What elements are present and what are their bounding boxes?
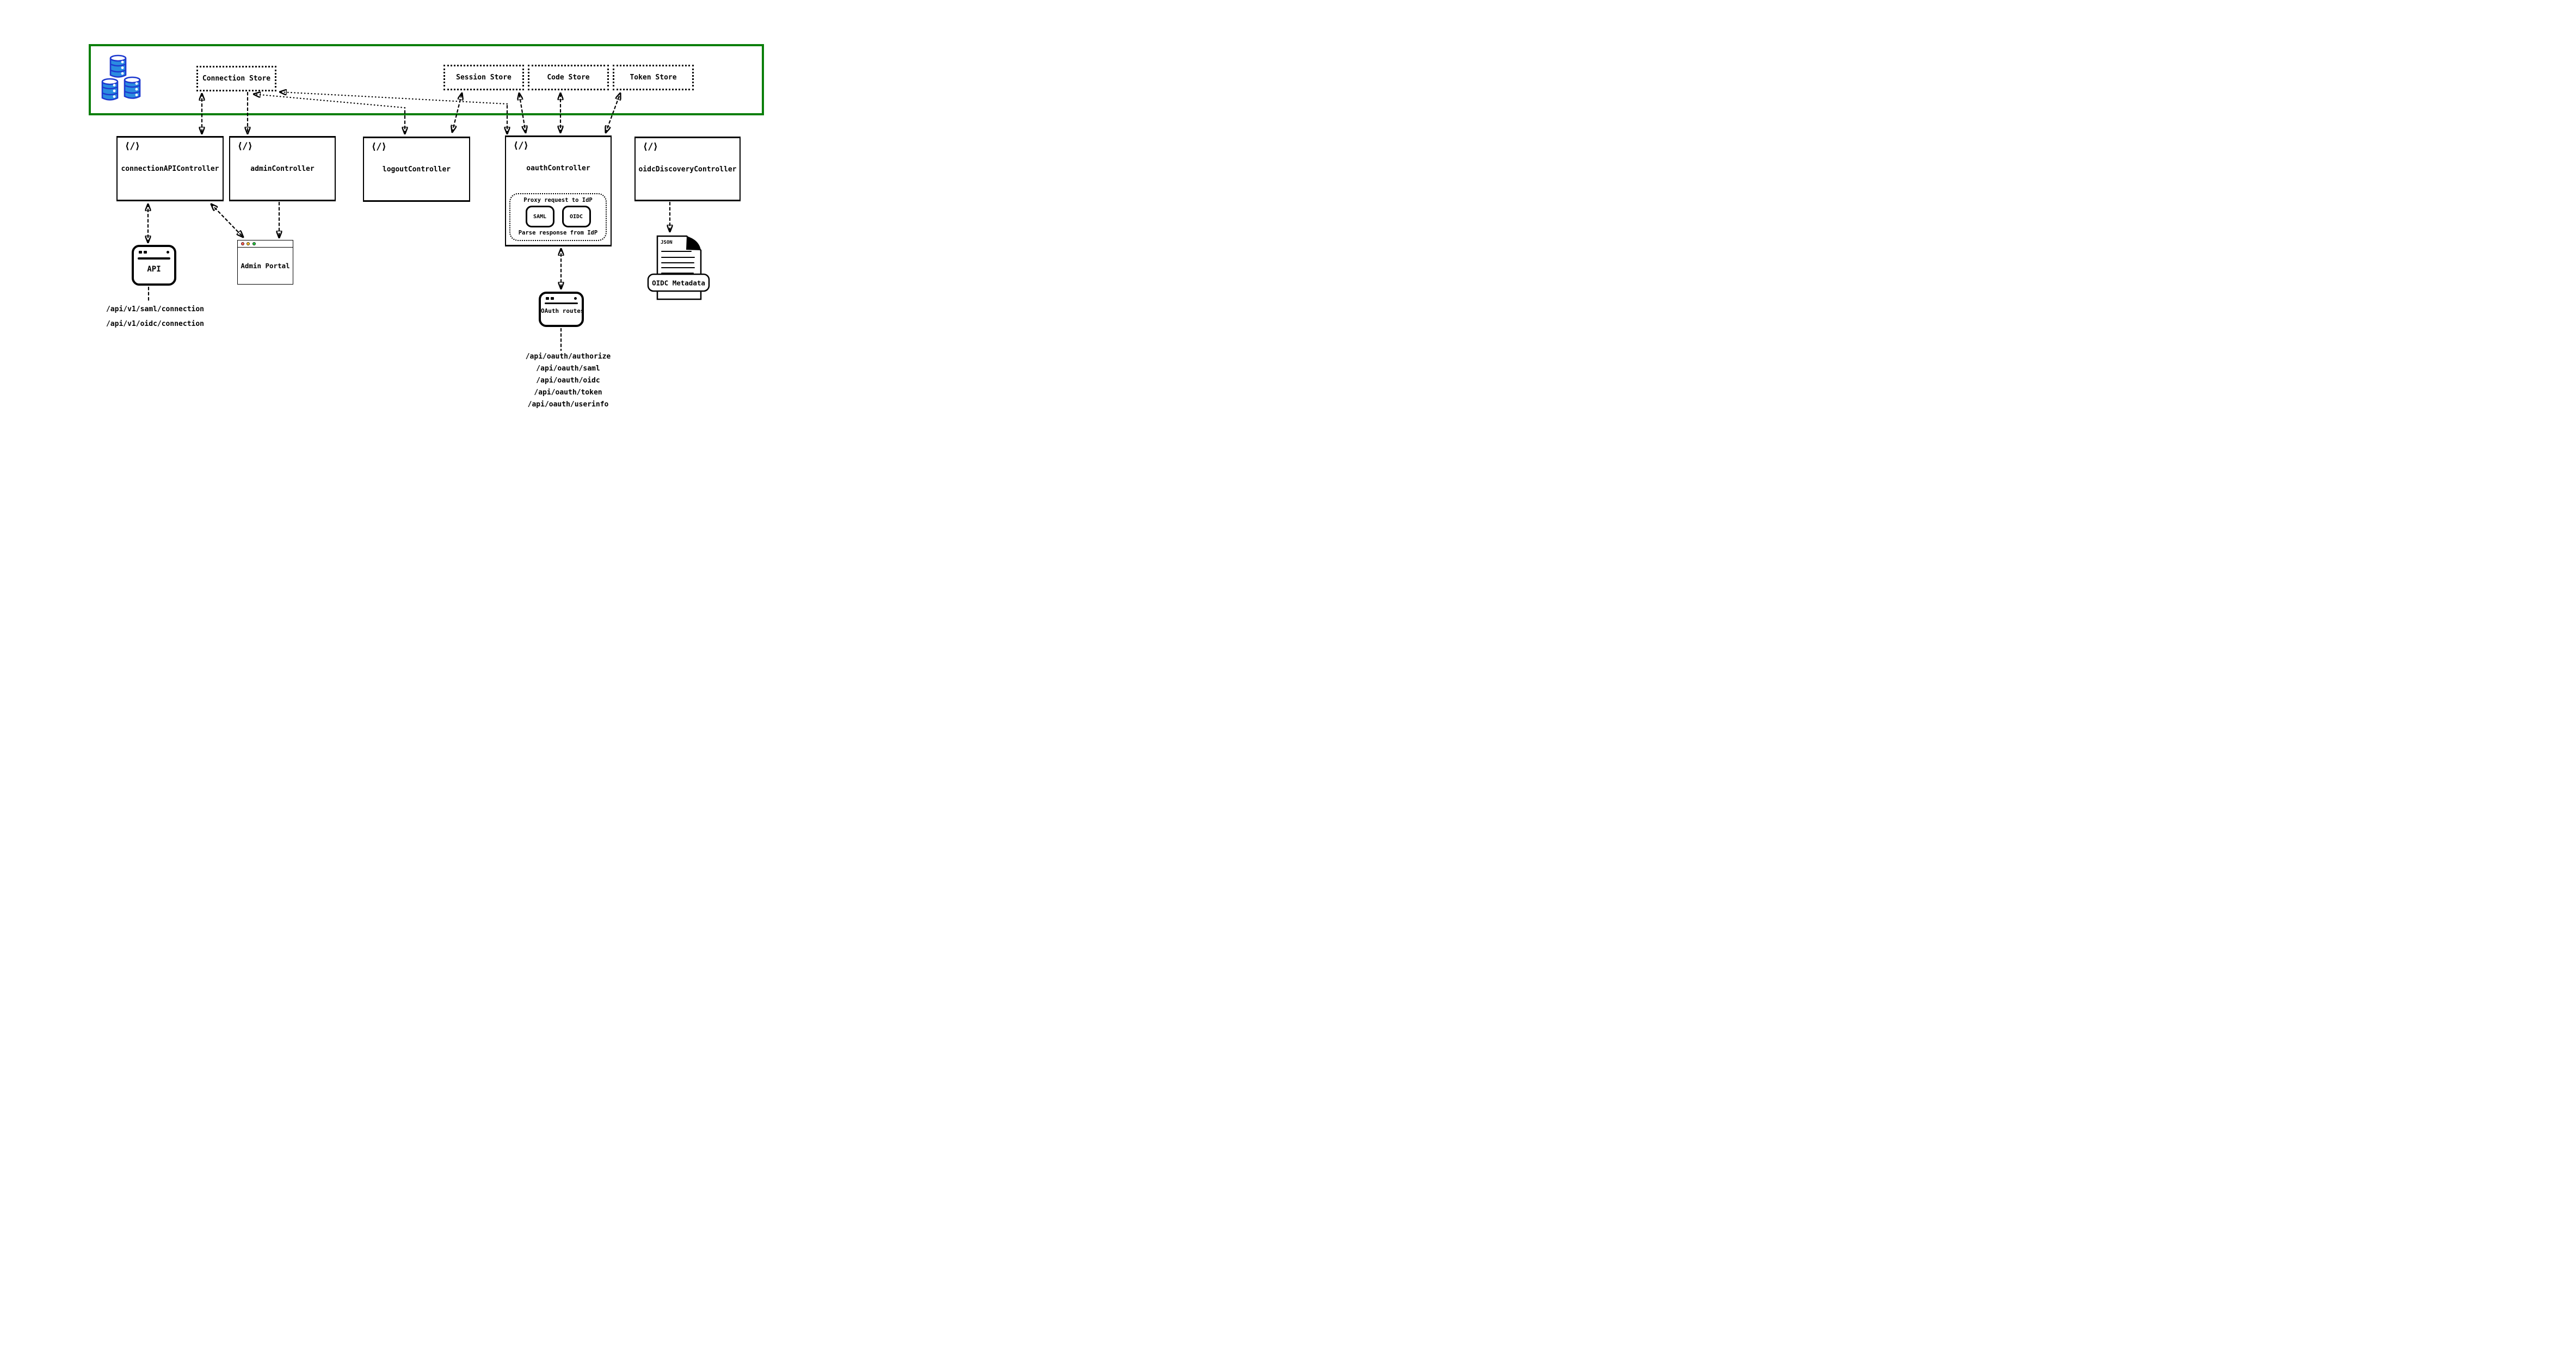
parse-response-label: Parse response from IdP (518, 230, 598, 236)
controller-admin-label: adminController (250, 165, 315, 173)
endpoint: /api/oauth/saml (536, 365, 600, 373)
endpoint: /api/v1/oidc/connection (106, 320, 204, 328)
controller-logout-label: logoutController (382, 165, 451, 174)
window-square-icon (551, 297, 554, 300)
store-token: Token Store (613, 65, 694, 90)
oidc-metadata-document-icon: JSON OIDC Metadata (647, 235, 710, 300)
document-text-lines (661, 251, 695, 274)
endpoint: /api/oauth/authorize (525, 353, 611, 361)
close-icon (241, 242, 244, 245)
window-dot-icon (574, 297, 577, 300)
oauth-endpoints: /api/oauth/authorize /api/oauth/saml /ap… (503, 353, 633, 412)
oauth-routes-label: OAuth routes (541, 307, 584, 314)
code-icon: ⟨/⟩ (513, 140, 529, 151)
code-icon: ⟨/⟩ (643, 141, 658, 152)
db-cylinder-left (101, 78, 119, 101)
store-connection-label: Connection Store (202, 75, 271, 83)
window-square-icon (144, 251, 147, 254)
endpoint: /api/oauth/oidc (536, 377, 600, 385)
api-browser-icon: API (132, 245, 176, 286)
store-code: Code Store (528, 65, 609, 90)
endpoint: /api/oauth/token (534, 388, 602, 397)
controller-oidc-discovery-label: oidcDiscoveryController (638, 165, 737, 174)
minimize-icon (246, 242, 250, 245)
arrow-connection-api-to-admin-portal (211, 204, 243, 237)
database-icon (101, 54, 141, 101)
db-cylinder-top (109, 54, 127, 78)
controller-logout: ⟨/⟩ logoutController (363, 137, 470, 202)
window-square-icon (546, 297, 549, 300)
endpoint: /api/oauth/userinfo (527, 400, 609, 409)
store-code-label: Code Store (547, 73, 590, 82)
endpoint: /api/v1/saml/connection (106, 305, 204, 313)
code-icon: ⟨/⟩ (371, 141, 387, 152)
window-toolbar (138, 257, 170, 260)
controller-oauth-label: oauthController (526, 164, 590, 172)
store-session: Session Store (443, 65, 524, 90)
admin-portal-titlebar (238, 240, 293, 248)
connection-api-endpoints: /api/v1/saml/connection /api/v1/oidc/con… (90, 305, 220, 335)
window-square-icon (139, 251, 142, 254)
architecture-diagram: Connection Store Session Store Code Stor… (0, 0, 859, 456)
window-dot-icon (167, 251, 169, 254)
api-label: API (147, 265, 161, 274)
json-file-type-label: JSON (661, 240, 673, 245)
store-token-label: Token Store (630, 73, 677, 82)
metadata-banner (647, 273, 710, 292)
controller-admin: ⟨/⟩ adminController (229, 136, 336, 201)
code-icon: ⟨/⟩ (237, 141, 253, 152)
oidc-metadata-label: OIDC Metadata (652, 279, 705, 287)
db-cylinder-right (124, 76, 141, 99)
idp-proxy-box: Proxy request to IdP SAML OIDC Parse res… (509, 193, 607, 241)
code-icon: ⟨/⟩ (125, 141, 140, 152)
controller-connection-api: ⟨/⟩ connectionAPIController (116, 136, 224, 201)
oidc-chip: OIDC (562, 206, 591, 227)
admin-portal-window: Admin Portal (237, 240, 293, 285)
oauth-routes-browser-icon: OAuth routes (539, 292, 584, 327)
saml-chip: SAML (525, 206, 554, 227)
folded-corner-icon (686, 236, 701, 250)
controller-connection-api-label: connectionAPIController (121, 165, 219, 173)
window-toolbar (545, 303, 578, 304)
controller-oauth: ⟨/⟩ oauthController Proxy request to IdP… (505, 135, 612, 246)
protocol-chips: SAML OIDC (525, 206, 591, 227)
store-session-label: Session Store (456, 73, 511, 82)
admin-portal-label: Admin Portal (241, 261, 290, 270)
store-connection: Connection Store (196, 66, 276, 91)
controller-oidc-discovery: ⟨/⟩ oidcDiscoveryController (634, 137, 741, 201)
proxy-request-label: Proxy request to IdP (523, 197, 593, 203)
maximize-icon (252, 242, 256, 245)
